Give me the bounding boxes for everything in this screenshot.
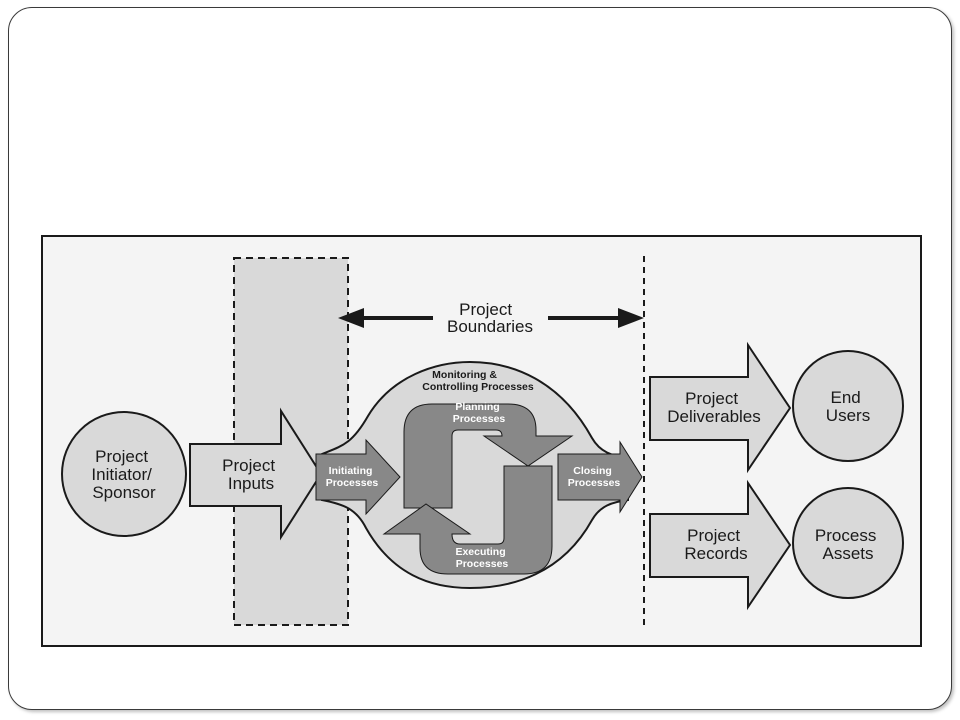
initiator-label-line3: Sponsor: [92, 483, 156, 502]
planning-label-line2: Processes: [453, 413, 506, 425]
closing-label-line2: Processes: [568, 477, 621, 489]
inputs-label-line2: Inputs: [228, 474, 274, 493]
inputs-arrow: [189, 407, 323, 541]
monitoring-label: Monitoring & Controlling Processes: [422, 369, 534, 393]
process-assets-label-line1: Process: [815, 526, 876, 545]
end-users-label-line1: End: [831, 388, 861, 407]
closing-label-line1: Closing: [573, 465, 612, 477]
monitoring-label-line1: Monitoring &: [432, 369, 497, 381]
initiating-label-line1: Initiating: [329, 465, 373, 477]
initiator-circle: [61, 411, 187, 537]
records-label-line2: Records: [684, 544, 747, 563]
end-users-label: End Users: [826, 388, 870, 425]
initiating-label: Initiating Processes: [326, 465, 379, 489]
boundaries-label-line2: Boundaries: [447, 317, 533, 336]
boundaries-label-line1: Project: [459, 300, 512, 319]
end-users-circle: [792, 350, 904, 462]
planning-label-line1: Planning: [455, 401, 499, 413]
executing-label-line1: Executing: [455, 546, 505, 558]
closing-label: Closing Processes: [568, 465, 621, 489]
end-users-label-line2: Users: [826, 406, 870, 425]
planning-label: Planning Processes: [453, 401, 506, 425]
initiating-label-line2: Processes: [326, 477, 379, 489]
executing-label-line2: Processes: [456, 558, 509, 570]
inputs-label: Project Inputs: [222, 456, 280, 493]
records-label: Project Records: [684, 526, 747, 563]
deliverables-arrow: [649, 341, 792, 474]
initiator-label: Project Initiator/ Sponsor: [91, 447, 156, 502]
initiator-label-line1: Project: [95, 447, 148, 466]
executing-cycle-arrow: [382, 465, 553, 575]
boundaries-arrow: [338, 308, 644, 328]
deliverables-label-line1: Project: [685, 389, 738, 408]
deliverables-label: Project Deliverables: [667, 389, 761, 426]
executing-label: Executing Processes: [455, 546, 508, 570]
closing-arrow: [557, 440, 643, 514]
deliverables-label-line2: Deliverables: [667, 407, 761, 426]
process-assets-label-line2: Assets: [822, 544, 873, 563]
initiator-label-line2: Initiator/: [91, 465, 152, 484]
records-label-line1: Project: [687, 526, 740, 545]
process-assets-circle: [792, 487, 904, 599]
monitoring-label-line2: Controlling Processes: [422, 381, 534, 393]
process-assets-label: Process Assets: [815, 526, 881, 563]
records-arrow: [649, 479, 792, 611]
initiating-arrow: [315, 438, 401, 516]
inputs-label-line1: Project: [222, 456, 275, 475]
boundaries-label: Project Boundaries: [447, 300, 533, 336]
